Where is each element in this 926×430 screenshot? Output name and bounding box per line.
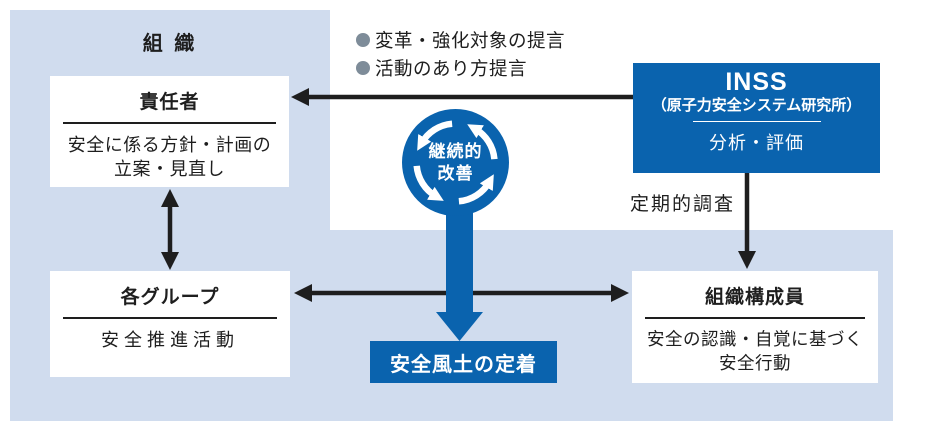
outcome-box: 安全風土の定着 <box>370 341 557 383</box>
list-item: 変革・強化対象の提言 <box>356 28 565 52</box>
members-body: 安全の認識・自覚に基づく 安全行動 <box>632 328 878 375</box>
groups-box: 各グループ 安全推進活動 <box>50 271 290 377</box>
responsible-box: 責任者 安全に係る方針・計画の 立案・見直し <box>50 76 289 187</box>
cycle-arrows-icon <box>413 120 498 205</box>
divider <box>645 317 865 319</box>
list-item: 活動のあり方提言 <box>356 56 565 80</box>
divider <box>692 121 821 123</box>
responsible-title: 責任者 <box>139 92 200 113</box>
responsible-body-line2: 立案・見直し <box>114 159 225 180</box>
badge-line2: 改善 <box>437 163 474 183</box>
badge-line1: 継続的 <box>428 142 483 162</box>
divider <box>63 122 276 124</box>
inss-subtitle: （原子力安全システム研究所） <box>651 96 862 114</box>
responsible-body: 安全に係る方針・計画の 立案・見直し <box>50 133 289 182</box>
inss-body: 分析・評価 <box>709 133 804 154</box>
bullet-icon <box>356 61 370 75</box>
members-title: 組織構成員 <box>704 287 805 308</box>
bullet-text: 変革・強化対象の提言 <box>375 30 566 51</box>
responsible-body-line1: 安全に係る方針・計画の <box>67 135 272 155</box>
members-box: 組織構成員 安全の認識・自覚に基づく 安全行動 <box>632 271 878 383</box>
inss-box: INSS （原子力安全システム研究所） 分析・評価 <box>633 63 880 173</box>
groups-body: 安全推進活動 <box>101 330 239 350</box>
organization-label: 組 織 <box>142 33 198 55</box>
members-body-line2: 安全行動 <box>719 352 791 373</box>
badge-text: 継続的 改善 <box>402 109 509 216</box>
bullet-icon <box>356 33 370 47</box>
divider <box>63 317 277 319</box>
groups-title: 各グループ <box>120 287 220 308</box>
survey-label: 定期的調査 <box>630 194 736 215</box>
continuous-improvement-badge: 継続的 改善 <box>402 109 509 216</box>
members-body-line1: 安全の認識・自覚に基づく <box>647 329 863 349</box>
proposal-bullet-list: 変革・強化対象の提言 活動のあり方提言 <box>356 28 565 84</box>
inss-title: INSS <box>725 68 788 96</box>
bullet-text: 活動のあり方提言 <box>375 58 528 79</box>
